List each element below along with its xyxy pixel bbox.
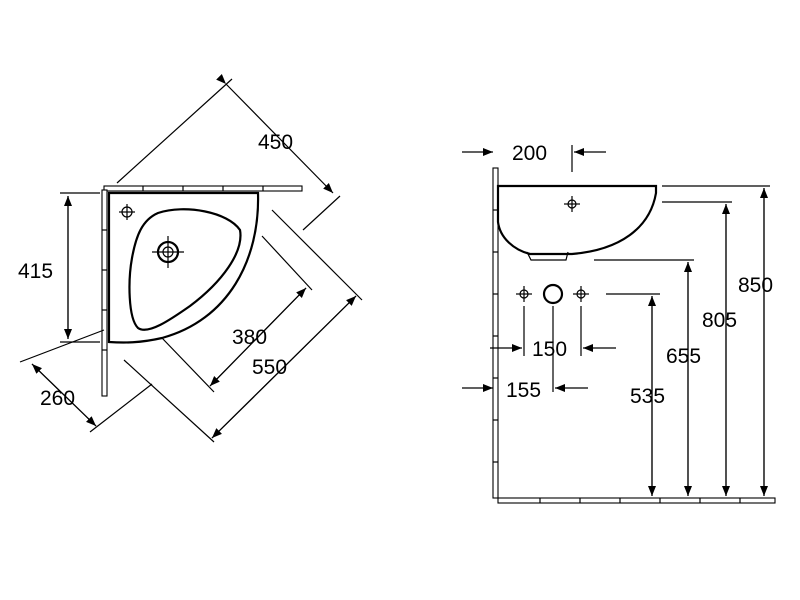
connections bbox=[516, 283, 589, 305]
side-floor bbox=[497, 497, 776, 504]
dim-655-label: 655 bbox=[666, 345, 701, 368]
dim-155-label: 155 bbox=[506, 379, 541, 402]
dim-805: 805 bbox=[702, 204, 737, 496]
dim-150: 150 bbox=[490, 306, 616, 361]
dim-415: 415 bbox=[18, 192, 100, 343]
dim-415-label: 415 bbox=[18, 260, 53, 283]
waste-outlet-icon bbox=[542, 283, 564, 305]
dim-450: 450 bbox=[116, 74, 341, 231]
dim-200: 200 bbox=[462, 142, 606, 172]
tap-hole-icon bbox=[119, 204, 135, 220]
dim-805-label: 805 bbox=[702, 309, 737, 332]
dim-155: 155 bbox=[462, 306, 588, 402]
drain-icon bbox=[152, 236, 184, 268]
dim-260: 260 bbox=[19, 329, 153, 433]
basin-side-profile bbox=[496, 184, 658, 256]
siphon-stub bbox=[526, 251, 569, 261]
dim-850: 850 bbox=[738, 188, 773, 496]
plan-view: 450 415 380 550 bbox=[18, 74, 363, 443]
side-view: 200 150 155 bbox=[462, 142, 776, 504]
dim-550-label: 550 bbox=[252, 356, 287, 379]
dim-150-label: 150 bbox=[532, 338, 567, 361]
dim-535: 535 bbox=[630, 296, 665, 496]
basin-bowl bbox=[128, 208, 242, 331]
dim-655: 655 bbox=[666, 262, 701, 496]
tap-hole-side-icon bbox=[564, 196, 580, 212]
dim-380: 380 bbox=[161, 235, 313, 393]
dim-450-label: 450 bbox=[258, 131, 293, 154]
dim-550: 550 bbox=[123, 209, 363, 443]
dim-200-label: 200 bbox=[512, 142, 547, 165]
dim-260-label: 260 bbox=[40, 387, 75, 410]
side-wall bbox=[492, 167, 499, 499]
basin-outline bbox=[107, 191, 260, 344]
dim-380-label: 380 bbox=[232, 326, 267, 349]
dim-850-label: 850 bbox=[738, 274, 773, 297]
dim-535-label: 535 bbox=[630, 385, 665, 408]
